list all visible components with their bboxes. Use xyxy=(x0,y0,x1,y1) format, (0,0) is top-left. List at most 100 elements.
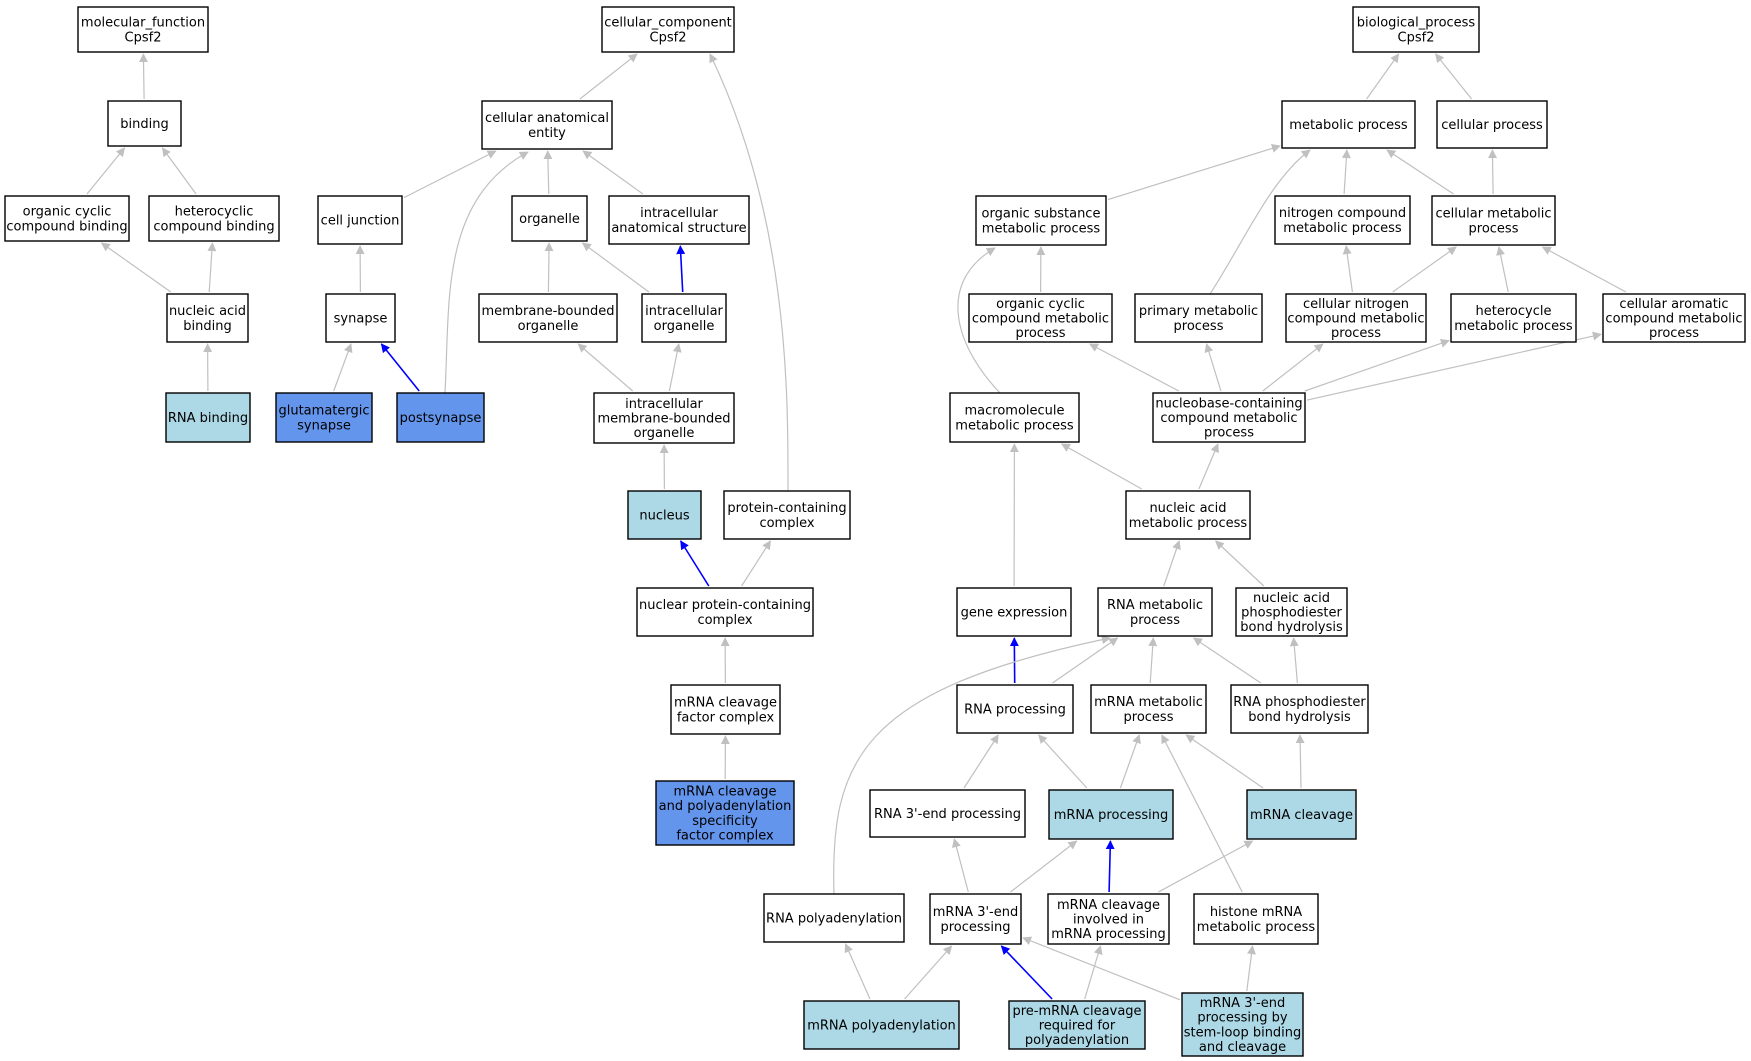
node-label: molecular_function xyxy=(81,16,205,31)
node-box xyxy=(325,293,396,343)
node-label: pre-mRNA cleavage xyxy=(1012,1004,1141,1019)
node-rna_3end_processing[interactable]: RNA 3'-end processing xyxy=(869,789,1026,838)
node-label: compound binding xyxy=(153,219,274,234)
node-nucleus[interactable]: nucleus xyxy=(627,490,702,540)
edge-glutamatergic_synapse-to-synapse xyxy=(333,343,353,392)
node-box xyxy=(1235,587,1348,637)
node-label: and polyadenylation xyxy=(659,799,792,814)
node-mrna_processing[interactable]: mRNA processing xyxy=(1048,789,1174,840)
node-rna_processing[interactable]: RNA processing xyxy=(956,684,1074,734)
edge-organic_cyclic_binding-to-binding xyxy=(86,147,126,195)
node-label: organelle xyxy=(634,426,695,441)
edge-nucleic_acid_mp-to-nucleobase_mp xyxy=(1198,443,1219,490)
node-label: organic substance xyxy=(982,207,1101,222)
edge-mrna_processing-to-mrna_mp xyxy=(1119,734,1141,789)
node-label: nucleic acid xyxy=(169,304,246,319)
node-box xyxy=(975,195,1107,246)
node-box xyxy=(1230,684,1369,734)
edge-pre_mrna_cleavage-to-mrna_cleavage_in_processing xyxy=(1084,945,1103,1000)
node-box xyxy=(1152,392,1306,443)
node-label: processing xyxy=(940,920,1010,935)
node-label: cellular_component xyxy=(604,16,732,31)
node-label: organelle xyxy=(654,319,715,334)
edge-layer xyxy=(86,53,1627,1001)
edge-metabolic_process-to-bp_root xyxy=(1366,53,1400,100)
node-label: metabolic process xyxy=(1454,319,1573,334)
edge-nuclear_protein_containing_complex-to-nucleus xyxy=(680,540,710,587)
node-cellular_process[interactable]: cellular process xyxy=(1436,100,1548,149)
node-rna_polyadenylation[interactable]: RNA polyadenylation xyxy=(763,893,905,943)
node-label: process xyxy=(1649,326,1699,341)
node-mrna_polyadenylation[interactable]: mRNA polyadenylation xyxy=(803,1000,960,1050)
edge-nucleobase_mp-to-cellular_nitrogen_mp xyxy=(1262,343,1324,392)
node-label: RNA polyadenylation xyxy=(766,912,902,927)
node-label: RNA binding xyxy=(168,411,248,426)
node-label: mRNA 3'-end xyxy=(1200,996,1285,1011)
edge-rna_phosphodiester-to-nucleic_acid_phosphodiester xyxy=(1289,637,1299,684)
node-label: synapse xyxy=(297,418,351,433)
edge-nucleic_acid_mp-to-macromolecule_mp xyxy=(1060,443,1142,490)
node-cell_junction[interactable]: cell junction xyxy=(317,195,403,245)
node-synapse[interactable]: synapse xyxy=(325,293,396,343)
node-label: RNA processing xyxy=(964,703,1066,718)
node-box xyxy=(723,490,851,540)
node-box xyxy=(148,195,280,242)
node-mrna_cleavage[interactable]: mRNA cleavage xyxy=(1246,789,1357,840)
node-label: processing by xyxy=(1197,1011,1287,1026)
edge-intracellular_organelle-to-organelle xyxy=(581,242,650,293)
node-gene_expression[interactable]: gene expression xyxy=(956,587,1072,637)
node-label: Cpsf2 xyxy=(1398,30,1435,45)
node-metabolic_process[interactable]: metabolic process xyxy=(1281,100,1416,149)
node-postsynapse[interactable]: postsynapse xyxy=(396,392,485,443)
node-label: intracellular xyxy=(640,206,718,221)
node-label: compound metabolic xyxy=(1160,411,1297,426)
edge-mrna_mp-to-rna_mp xyxy=(1148,637,1158,684)
edge-cellular_anatomical_entity-to-cc_root xyxy=(579,53,638,100)
node-label: process xyxy=(1124,710,1174,725)
node-label: nucleus xyxy=(639,509,689,524)
node-organelle[interactable]: organelle xyxy=(511,195,588,242)
node-box xyxy=(1047,893,1170,945)
node-label: membrane-bounded xyxy=(481,304,614,319)
node-binding[interactable]: binding xyxy=(107,100,182,147)
node-label: nuclear protein-containing xyxy=(639,598,811,613)
node-rna_binding[interactable]: RNA binding xyxy=(165,392,251,443)
node-label: complex xyxy=(759,516,814,531)
